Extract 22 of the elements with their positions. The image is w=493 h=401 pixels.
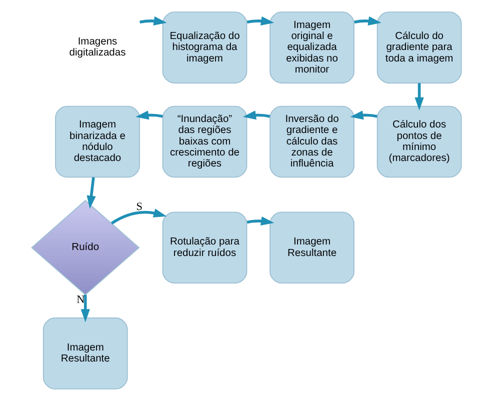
node-box: “Inundação” das regiões baixas com crescimento de regiões [162,106,248,178]
arrow [110,208,167,224]
node-box: Equalização do histograma da imagem [162,12,248,84]
node-box: Rotulação para reduzir ruídos [162,212,248,284]
node-box: Cálculo dos pontos de mínimo (marcadores) [376,106,462,178]
arrow [354,16,382,26]
node-box: Imagem Resultante [42,318,128,390]
edge-label: S [136,200,142,213]
arrow [246,16,274,26]
node-box: Inversão do gradiente e cálculo das zonas de influência [270,106,354,178]
arrow [140,16,167,26]
arrow [350,110,378,120]
node-box: Imagem original e equalizada exibidas no monitor [270,12,354,84]
node-text: Imagens digitalizadas [69,36,126,59]
node-box: Cálculo do gradiente para toda a imagem [376,12,462,84]
arrow [136,110,163,120]
node-box: Imagem Resultante [270,212,354,284]
arrow [86,177,96,209]
arrow [414,83,424,110]
arrow [242,110,270,120]
arrow [246,216,274,226]
node-box: Imagem binarizada e nódulo destacado [55,106,140,178]
